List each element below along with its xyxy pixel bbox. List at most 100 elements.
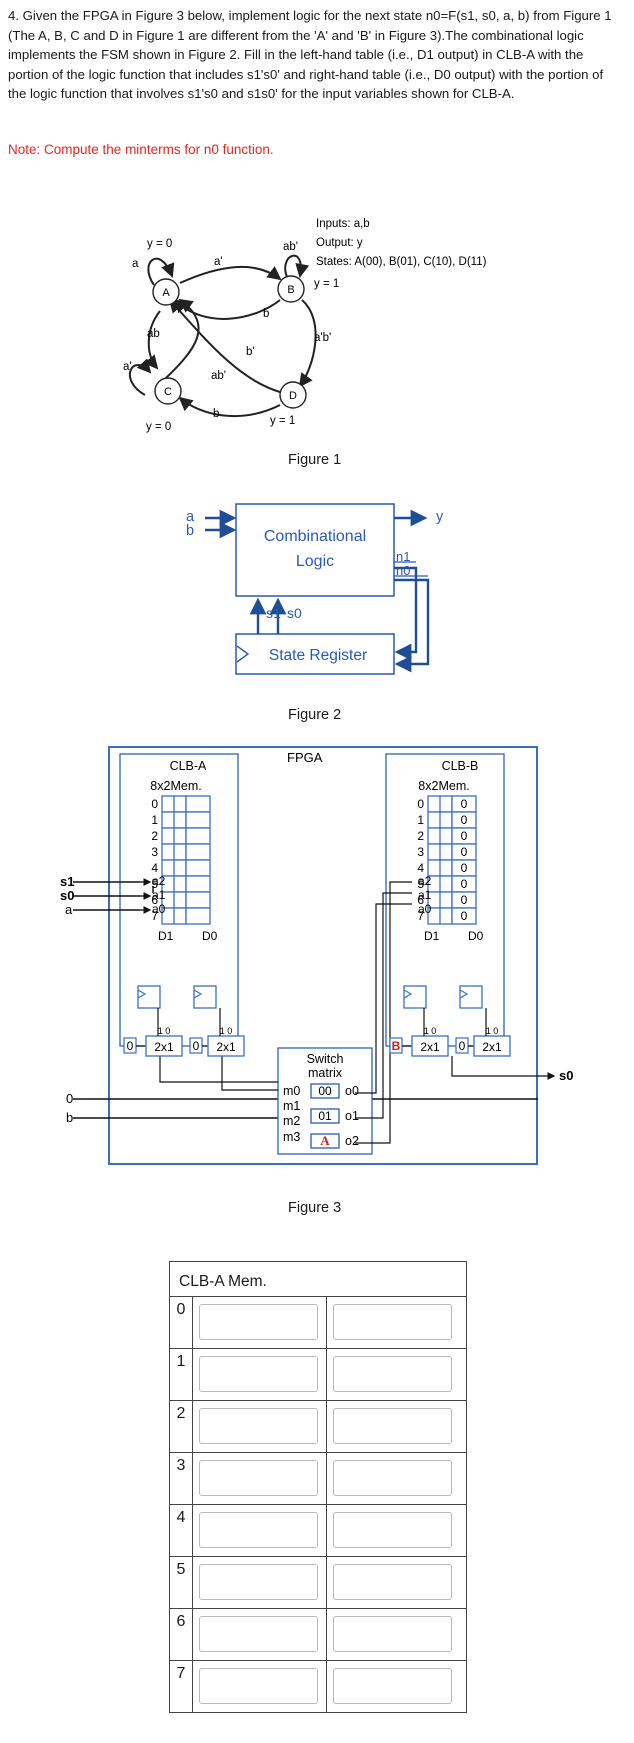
d0-column — [327, 1505, 460, 1556]
row-index: 3 — [170, 1453, 193, 1504]
s0-input-label: s0 — [60, 888, 74, 903]
mux-2x1 — [145, 1035, 183, 1057]
pin-a0: a0 — [418, 902, 432, 916]
a-input-label: a — [65, 902, 73, 917]
switch-in-m3: m3 — [283, 1130, 300, 1144]
switch-in-m0: m0 — [283, 1084, 300, 1098]
question-text: 4. Given the FPGA in Figure 3 below, imp… — [8, 8, 612, 102]
pin-a2: a2 — [418, 874, 432, 888]
d0-column — [327, 1401, 460, 1452]
mem-address: 7 — [417, 909, 424, 923]
mem-value: 0 — [461, 861, 468, 875]
d1-answer-input[interactable] — [199, 1460, 318, 1496]
d0-answer-input[interactable] — [333, 1512, 452, 1548]
mem-table-row: 3 — [170, 1453, 466, 1505]
d1-answer-input[interactable] — [199, 1564, 318, 1600]
d1-answer-input[interactable] — [199, 1356, 318, 1392]
switch-out-o2: o2 — [345, 1134, 359, 1148]
figure-3-fpga-diagram: FPGA CLB-A 8x2Mem. CLB-B 8x2Mem. 0123456… — [60, 746, 573, 1165]
output-b: y = 1 — [314, 278, 339, 290]
edge-label: a — [132, 258, 139, 270]
d1-label: D1 — [424, 929, 440, 943]
figure-1-caption: Figure 1 — [288, 452, 342, 468]
input-b-label: b — [186, 523, 194, 539]
mem-address: 4 — [151, 861, 158, 875]
d0-label: D0 — [468, 929, 484, 943]
fsm-legend-output: Output: y — [316, 237, 363, 249]
d0-column — [327, 1349, 460, 1400]
combinational-logic-block — [235, 503, 395, 597]
edge-label: b — [263, 308, 269, 320]
state-register-label: State Register — [269, 647, 367, 664]
switch-matrix — [277, 1047, 373, 1155]
flip-flop — [403, 985, 427, 1009]
switch-val-01: 01 — [318, 1109, 332, 1123]
mux-bits: 1 0 — [158, 1026, 171, 1036]
output-a: y = 0 — [147, 238, 172, 250]
d1-answer-input[interactable] — [199, 1304, 318, 1340]
mem-address: 0 — [151, 797, 158, 811]
d1-answer-input[interactable] — [199, 1408, 318, 1444]
d1-column — [193, 1505, 327, 1556]
mem-address: 2 — [417, 829, 424, 843]
mem-cell-d0 — [185, 907, 211, 925]
d0-answer-input[interactable] — [333, 1408, 452, 1444]
edge-label: ab' — [283, 241, 298, 253]
mux-bits: 1 0 — [486, 1026, 499, 1036]
d1-column — [193, 1297, 327, 1348]
edge-label: ab — [147, 328, 160, 340]
d0-answer-input[interactable] — [333, 1616, 452, 1652]
const-zero: 0 — [193, 1039, 200, 1053]
mem-value: 0 — [461, 893, 468, 907]
mux-2x1 — [411, 1035, 449, 1057]
d1-answer-input[interactable] — [199, 1512, 318, 1548]
fpga-outline — [108, 746, 538, 1165]
switch-title-1: Switch — [307, 1052, 344, 1066]
mem-value: 0 — [461, 813, 468, 827]
d0-answer-input[interactable] — [333, 1304, 452, 1340]
mem-cell-d0 — [185, 843, 211, 861]
mem-table-row: 6 — [170, 1609, 466, 1661]
row-index: 2 — [170, 1401, 193, 1452]
d1-answer-input[interactable] — [199, 1616, 318, 1652]
mem-address: 4 — [417, 861, 424, 875]
d0-column — [327, 1557, 460, 1608]
mem-cell-d0 — [185, 859, 211, 877]
mux-label: 2x1 — [420, 1040, 440, 1054]
note-text: Note: Compute the minterms for n0 functi… — [8, 142, 274, 157]
state-d — [279, 381, 307, 409]
edge-label: a' — [214, 256, 223, 268]
d1-column — [193, 1453, 327, 1504]
combinational-label-1: Combinational — [264, 528, 366, 545]
input-a-label: a — [186, 509, 195, 525]
fsm-legend-inputs: Inputs: a,b — [316, 218, 370, 230]
mux-label: 2x1 — [154, 1040, 174, 1054]
d0-answer-input[interactable] — [333, 1356, 452, 1392]
b-input-label: b — [66, 1110, 73, 1125]
figure-2-caption: Figure 2 — [288, 707, 342, 723]
s1-label: s1 — [266, 605, 281, 621]
d0-answer-input[interactable] — [333, 1460, 452, 1496]
d0-answer-input[interactable] — [333, 1668, 452, 1704]
d1-answer-input[interactable] — [199, 1668, 318, 1704]
state-a — [152, 278, 180, 306]
mem-address: 1 — [417, 813, 424, 827]
d0-answer-input[interactable] — [333, 1564, 452, 1600]
d0-column — [327, 1609, 460, 1660]
clb-b-mem-label: 8x2Mem. — [418, 779, 469, 793]
s1-input-label: s1 — [60, 874, 74, 889]
mem-value: 0 — [461, 877, 468, 891]
n0-label: n0 — [396, 563, 410, 578]
d1-label: D1 — [158, 929, 174, 943]
edge-label: b — [213, 408, 219, 420]
mux-label: 2x1 — [216, 1040, 236, 1054]
mem-cell-d0 — [185, 875, 211, 893]
pin-a2: a2 — [152, 874, 166, 888]
mux-2x1 — [473, 1035, 511, 1057]
combinational-label-2: Logic — [296, 553, 334, 570]
clb-a-mem-label: 8x2Mem. — [150, 779, 201, 793]
const-zero: 0 — [127, 1039, 134, 1053]
n1-label: n1 — [396, 549, 410, 564]
mem-address: 6 — [417, 893, 424, 907]
